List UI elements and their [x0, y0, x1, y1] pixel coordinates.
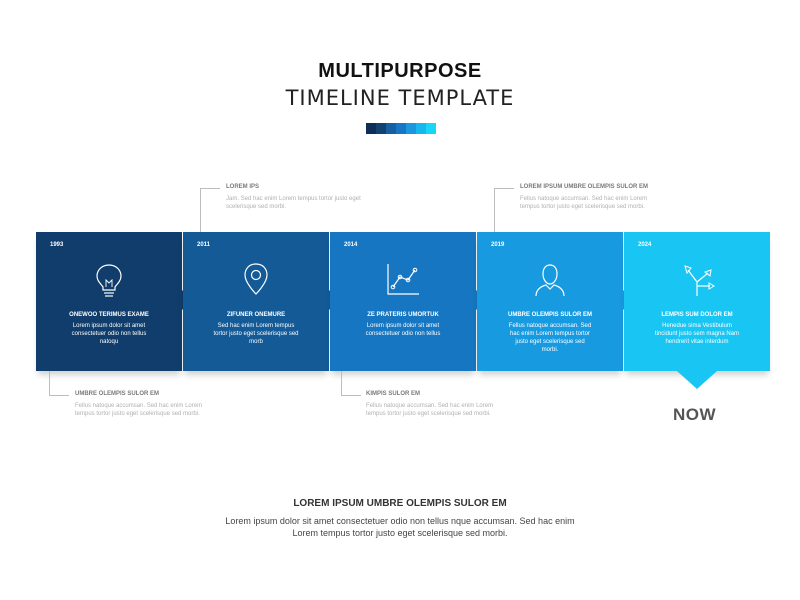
card-year: 2014 [344, 242, 358, 248]
callout-connector [200, 188, 220, 189]
callout-connector [341, 371, 342, 395]
card-body: Lorem ipsum dolor sit amet consectetuer … [71, 323, 147, 345]
palette-swatch [366, 123, 376, 134]
callout-connector [341, 395, 361, 396]
callout-connector [200, 188, 201, 232]
line-chart-icon [387, 264, 419, 295]
callout-connector [494, 188, 514, 189]
arrow-down-icon [677, 371, 717, 389]
note-body-top-2: Fellus natoque accumsan. Sed hac enim Lo… [520, 196, 648, 210]
card-title: ONEWOO TERIMUS EXAME [69, 312, 149, 318]
palette-swatch [406, 123, 416, 134]
palette-swatch [396, 123, 406, 134]
palette-swatch [426, 123, 436, 134]
map-pin-icon [244, 263, 268, 295]
card-year: 2019 [491, 242, 505, 248]
timeline-card-4: 2019 UMBRE OLEMPIS SULOR EM Fellus natoq… [477, 232, 633, 371]
palette-swatch [386, 123, 396, 134]
note-body-top-1: Jam. Sed hac enim Lorem tempus tortor ju… [226, 196, 361, 210]
note-title-bottom-1: UMBRE OLEMPIS SULOR EM [75, 391, 160, 397]
footer-title: LOREM IPSUM UMBRE OLEMPIS SULOR EM [293, 498, 507, 509]
card-title: ZE PRATERIS UMORTUK [367, 312, 439, 318]
infographic-title: MULTIPURPOSE [318, 60, 482, 82]
timeline-card-5: 2024 LEMPIS SUM DOLOR EM Henedue sima Ve… [624, 232, 770, 389]
note-body-bottom-1: Fellus natoque accumsan. Sed hac enim Lo… [75, 403, 203, 417]
note-title-top-2: LOREM IPSUM UMBRE OLEMPIS SULOR EM [520, 184, 649, 190]
card-year: 1993 [50, 242, 64, 248]
card-year: 2011 [197, 242, 211, 248]
color-palette [366, 123, 436, 134]
timeline-card-1: 1993 ONEWOO TERIMUS EXAME Lorem ipsum do… [36, 232, 192, 371]
footer-body: Lorem ipsum dolor sit amet consectetuer … [225, 516, 575, 538]
timeline-card-3: 2014 ZE PRATERIS UMORTUK Lorem ipsum dol… [330, 232, 486, 371]
card-title: LEMPIS SUM DOLOR EM [661, 312, 733, 318]
split-arrows-icon [684, 265, 715, 296]
note-title-top-1: LOREM IPS [226, 184, 260, 190]
card-title: ZIFUNER ONEMURE [226, 312, 286, 318]
card-body: Sed hac enim Lorem tempus tortor justo e… [213, 323, 299, 345]
card-body: Henedue sima Vestibulum tincidunt justo … [654, 323, 740, 345]
card-body: Lorem ipsum dolor sit amet consectetuer … [365, 323, 441, 337]
palette-swatch [376, 123, 386, 134]
timeline-card-2: 2011 ZIFUNER ONEMURE Sed hac enim Lorem … [183, 232, 339, 371]
note-title-bottom-2: KIMPIS SULOR EM [366, 391, 421, 397]
callout-connector [49, 371, 50, 395]
callout-connector [49, 395, 69, 396]
callout-connector [494, 188, 495, 232]
note-body-bottom-2: Fellus natoque accumsan. Sed hac enim Lo… [366, 403, 494, 417]
card-year: 2024 [638, 242, 652, 248]
now-label: NOW [673, 405, 717, 424]
lightbulb-icon [96, 264, 122, 297]
card-body: Fellus natoque accumsan. Sed hac enim Lo… [508, 323, 592, 353]
user-icon [535, 264, 565, 297]
palette-swatch [416, 123, 426, 134]
card-title: UMBRE OLEMPIS SULOR EM [507, 312, 592, 318]
infographic-subtitle: TIMELINE TEMPLATE [285, 86, 515, 110]
